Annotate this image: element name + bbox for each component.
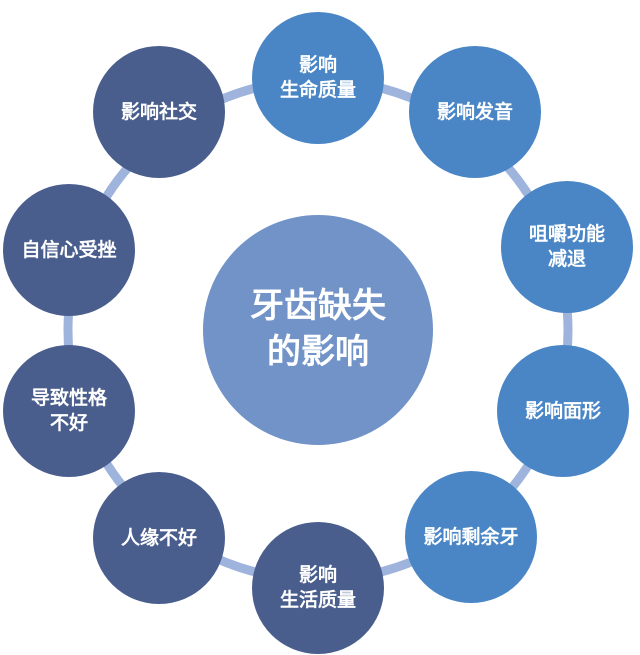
center-topic: 牙齿缺失 的影响 — [203, 215, 433, 445]
node-label: 影响剩余牙 — [423, 525, 519, 548]
node-label: 影响发音 — [436, 100, 513, 123]
node-remaining-teeth: 影响剩余牙 — [405, 471, 537, 603]
node-chewing-function: 咀嚼功能 减退 — [501, 181, 633, 313]
node-living-quality: 影响 生活质量 — [252, 522, 384, 654]
node-social: 影响社交 — [93, 46, 225, 178]
node-quality-of-life: 影响 生命质量 — [252, 12, 384, 144]
node-label: 影响社交 — [120, 100, 197, 123]
node-label: 导致性格 不好 — [30, 387, 107, 434]
node-label: 自信心受挫 — [21, 238, 117, 261]
center-topic-label: 牙齿缺失 的影响 — [250, 286, 386, 372]
node-label: 影响 生命质量 — [279, 54, 356, 101]
node-personality: 导致性格 不好 — [3, 345, 135, 477]
node-pronunciation: 影响发音 — [409, 46, 541, 178]
node-label: 人缘不好 — [120, 526, 197, 549]
node-label: 影响 生活质量 — [279, 564, 356, 611]
node-relationships: 人缘不好 — [93, 472, 225, 604]
node-facial-shape: 影响面形 — [497, 345, 629, 477]
node-label: 影响面形 — [524, 399, 601, 422]
node-label: 咀嚼功能 减退 — [528, 223, 605, 270]
node-confidence: 自信心受挫 — [3, 184, 135, 316]
